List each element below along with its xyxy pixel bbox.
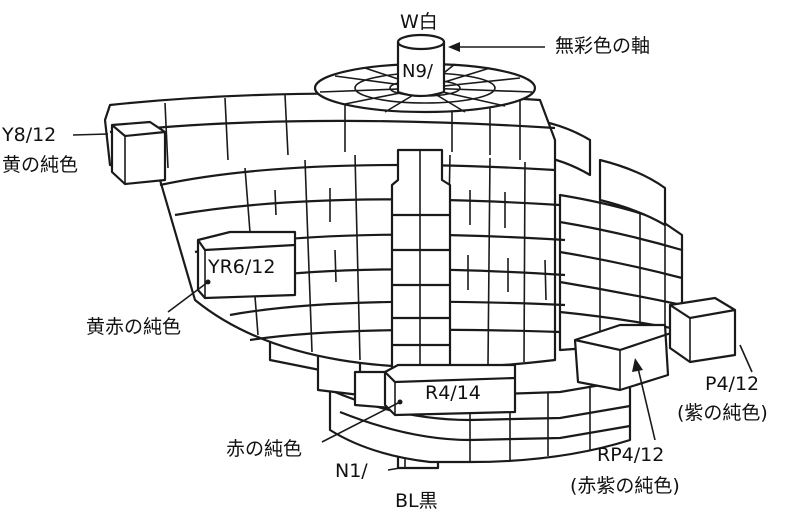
block-rp412 [575,325,668,390]
block-y812 [112,122,165,184]
label-red-purple-pure: (赤紫の純色) [570,477,680,496]
axis-arrowhead [448,42,460,52]
label-r414: R4/14 [425,384,481,403]
label-yellow-red-pure: 黄赤の純色 [86,318,181,337]
label-rp412: RP4/12 [597,446,664,465]
label-y812: Y8/12 [2,126,56,145]
label-purple-pure: (紫の純色) [677,404,768,423]
label-n1: N1/ [335,462,368,481]
label-white: W白 [400,13,438,32]
label-red-pure: 赤の純色 [226,440,302,459]
label-yellow-pure: 黄の純色 [2,156,78,175]
central-column [392,150,450,370]
label-black: BL黒 [395,492,438,511]
label-achromatic-axis: 無彩色の軸 [555,37,650,56]
label-p412: P4/12 [705,375,759,394]
label-n9: N9/ [402,63,433,81]
label-yr612: YR6/12 [208,258,275,277]
